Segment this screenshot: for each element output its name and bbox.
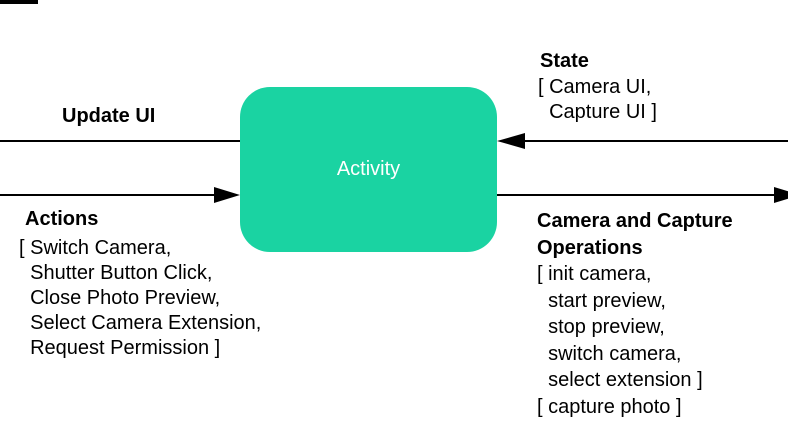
update-ui-arrow-line bbox=[0, 140, 240, 142]
update-ui-label: Update UI bbox=[62, 105, 156, 127]
activity-node: Activity bbox=[240, 87, 497, 252]
state-list: [ Camera UI, Capture UI ] bbox=[538, 76, 657, 123]
operations-list: [ init camera, start preview, stop previ… bbox=[537, 263, 703, 418]
state-arrowhead-left-icon bbox=[497, 133, 525, 149]
state-title: State bbox=[540, 50, 589, 72]
top-left-crop-mark bbox=[0, 0, 38, 4]
operations-arrowhead-right-icon bbox=[774, 187, 788, 203]
activity-node-label: Activity bbox=[336, 158, 401, 180]
actions-arrowhead-right-icon bbox=[214, 187, 240, 203]
actions-title: Actions bbox=[25, 208, 99, 230]
actions-list: [ Switch Camera, Shutter Button Click, C… bbox=[19, 237, 262, 359]
actions-arrow-line bbox=[0, 194, 220, 196]
operations-title: Camera and Capture Operations bbox=[537, 210, 733, 259]
state-arrow-line bbox=[522, 140, 788, 142]
operations-arrow-line bbox=[497, 194, 788, 196]
